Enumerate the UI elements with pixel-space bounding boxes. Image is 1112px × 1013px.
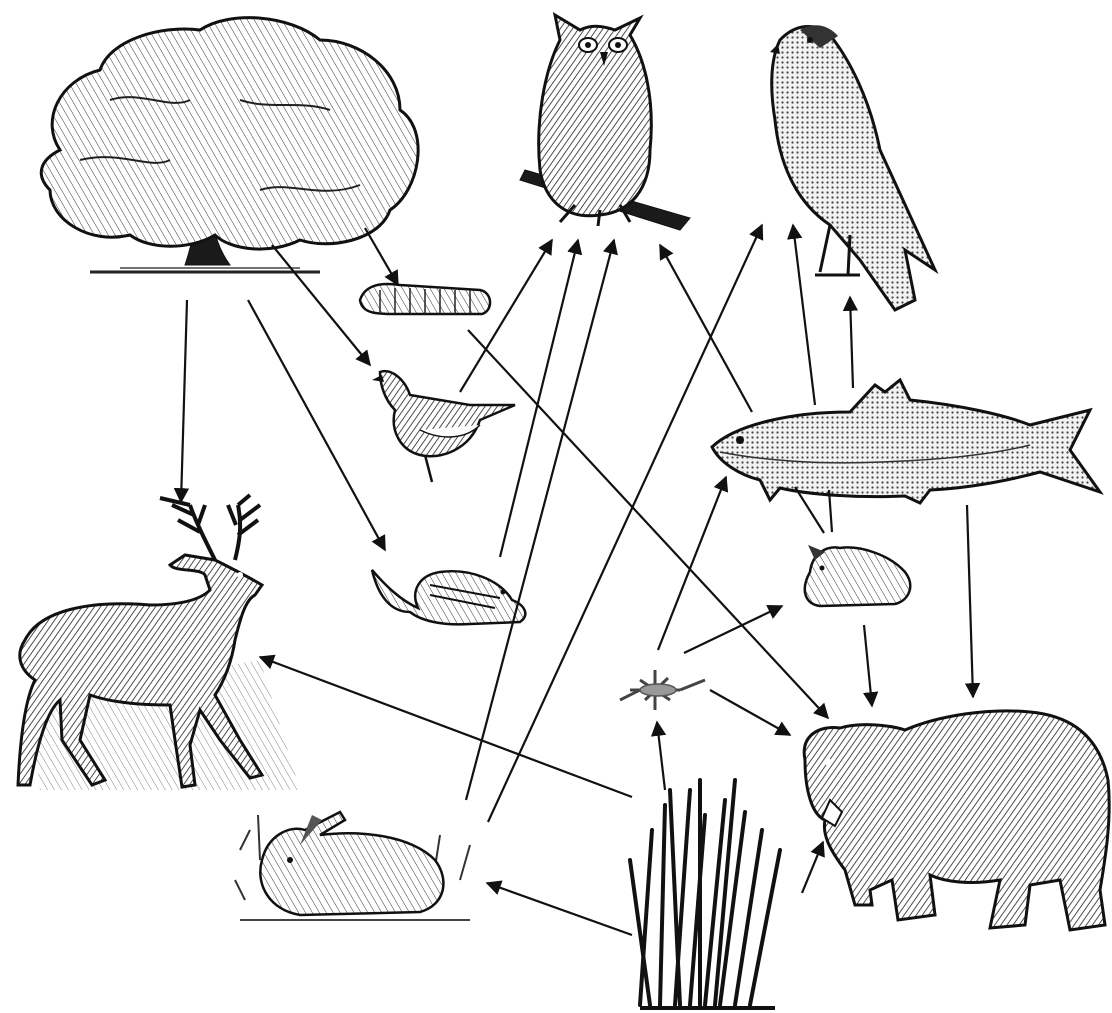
arrow-grass-to-bear [802, 842, 823, 893]
arrow-grass-to-deer [260, 657, 632, 797]
arrow-rabbit-to-hawk [488, 225, 762, 822]
arrow-mouse-to-hawk [850, 297, 853, 388]
arrow-fish-to-bear [967, 505, 973, 697]
arrow-tree-to-chipmunk [248, 300, 385, 550]
grass-icon [630, 780, 780, 1008]
arrow-rabbit-to-owl [466, 240, 614, 800]
arrow-grass-to-rabbit [487, 883, 632, 935]
songbird-icon [372, 371, 515, 482]
oak-tree-icon [41, 18, 418, 272]
arrow-insect-to-bear [710, 690, 790, 735]
insect-icon [620, 670, 705, 710]
arrow-mouse-to-bear [864, 625, 872, 706]
arrow-insect-to-mouse [684, 606, 782, 653]
arrow-caterpillar-to-bear [468, 330, 828, 718]
arrow-tree-to-caterpillar [365, 228, 398, 285]
arrow-songbird-to-owl [460, 240, 552, 392]
arrow-fish-to-hawk [793, 225, 815, 405]
fish-icon [712, 380, 1100, 503]
arrow-chipmunk-to-owl [500, 240, 578, 557]
bear-icon [804, 711, 1109, 930]
mouse-icon [805, 545, 910, 606]
caterpillar-icon [360, 284, 490, 314]
owl-icon [520, 15, 690, 230]
deer-icon [18, 495, 300, 790]
arrow-fish-to-owl [660, 245, 752, 412]
rabbit-icon [235, 812, 470, 920]
arrow-insect-to-fish [658, 477, 726, 650]
chipmunk-icon [372, 570, 525, 624]
arrow-grass-to-insect [657, 722, 665, 790]
hawk-icon [770, 25, 935, 310]
arrow-tree-to-deer [181, 300, 187, 502]
arrow-tree-to-songbird [272, 245, 370, 365]
